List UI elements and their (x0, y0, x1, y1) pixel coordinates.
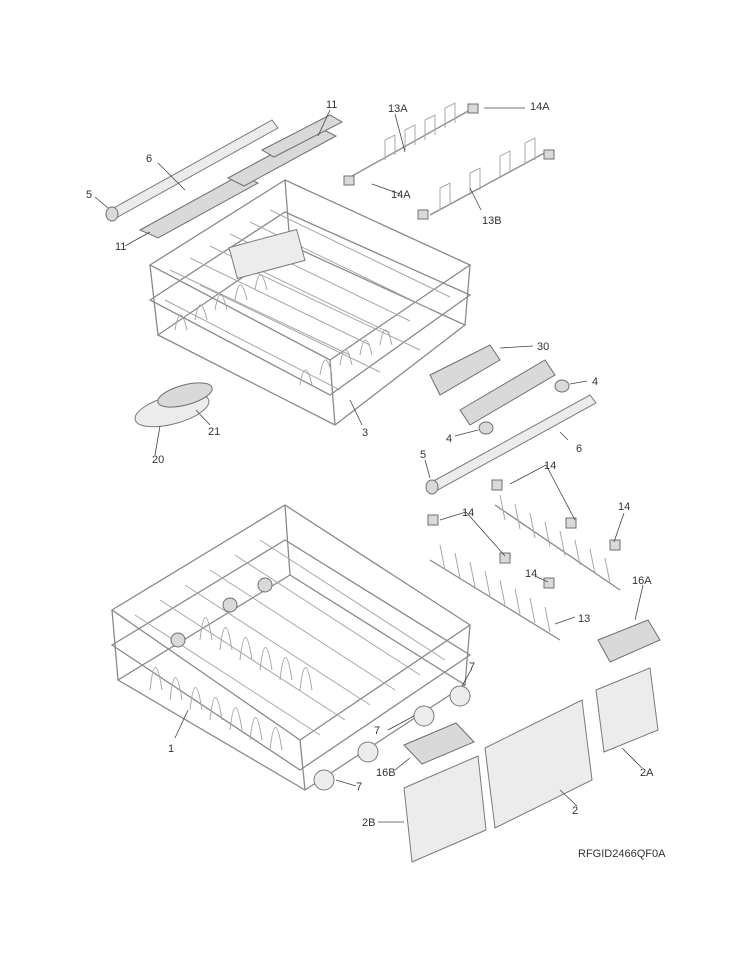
callout-14: 14 (462, 507, 474, 519)
callout-3: 3 (362, 427, 368, 439)
callout-6: 6 (576, 443, 582, 455)
rack-wheels (313, 685, 471, 791)
callout-14: 14 (618, 501, 630, 513)
callout-4: 4 (592, 376, 598, 388)
upper-rack (148, 179, 472, 426)
callout-5: 5 (86, 189, 92, 201)
callout-16B: 16B (376, 767, 396, 779)
fold-down-tines (427, 479, 621, 641)
callout-21: 21 (208, 426, 220, 438)
cup-shelf-parts (138, 114, 344, 239)
callout-13A: 13A (388, 103, 408, 115)
callout-13B: 13B (482, 215, 502, 227)
silverware-baskets (403, 619, 661, 863)
callout-16A: 16A (632, 575, 652, 587)
callout-11: 11 (115, 241, 126, 253)
callout-6: 6 (146, 153, 152, 165)
callout-2: 2 (572, 805, 578, 817)
callout-2B: 2B (362, 817, 375, 829)
callout-7: 7 (469, 661, 475, 673)
tine-assembly-upper (343, 102, 555, 220)
callout-2A: 2A (640, 767, 654, 779)
rack-bracket (429, 344, 570, 435)
upper-rail-right (425, 394, 597, 495)
callout-7: 7 (356, 781, 362, 793)
callout-11: 11 (326, 99, 337, 111)
callout-20: 20 (152, 454, 164, 466)
upper-rail-left (105, 119, 279, 222)
callout-1: 1 (168, 743, 174, 755)
callout-13: 13 (578, 613, 590, 625)
callout-30: 30 (537, 341, 549, 353)
handle-parts (134, 382, 213, 428)
lower-rack (110, 504, 472, 791)
callout-14: 14 (544, 460, 556, 472)
drawing-code: RFGID2466QF0A (578, 848, 666, 860)
callout-14A: 14A (391, 189, 411, 201)
callout-14: 14 (525, 568, 537, 580)
callout-4: 4 (446, 433, 452, 445)
callout-7: 7 (374, 725, 380, 737)
callout-labels: 11 6 5 11 13A 14A 14A 13B 30 4 4 6 5 3 2… (86, 99, 666, 860)
leader-lines (94, 107, 644, 823)
callout-14A: 14A (530, 101, 550, 113)
callout-5: 5 (420, 449, 426, 461)
